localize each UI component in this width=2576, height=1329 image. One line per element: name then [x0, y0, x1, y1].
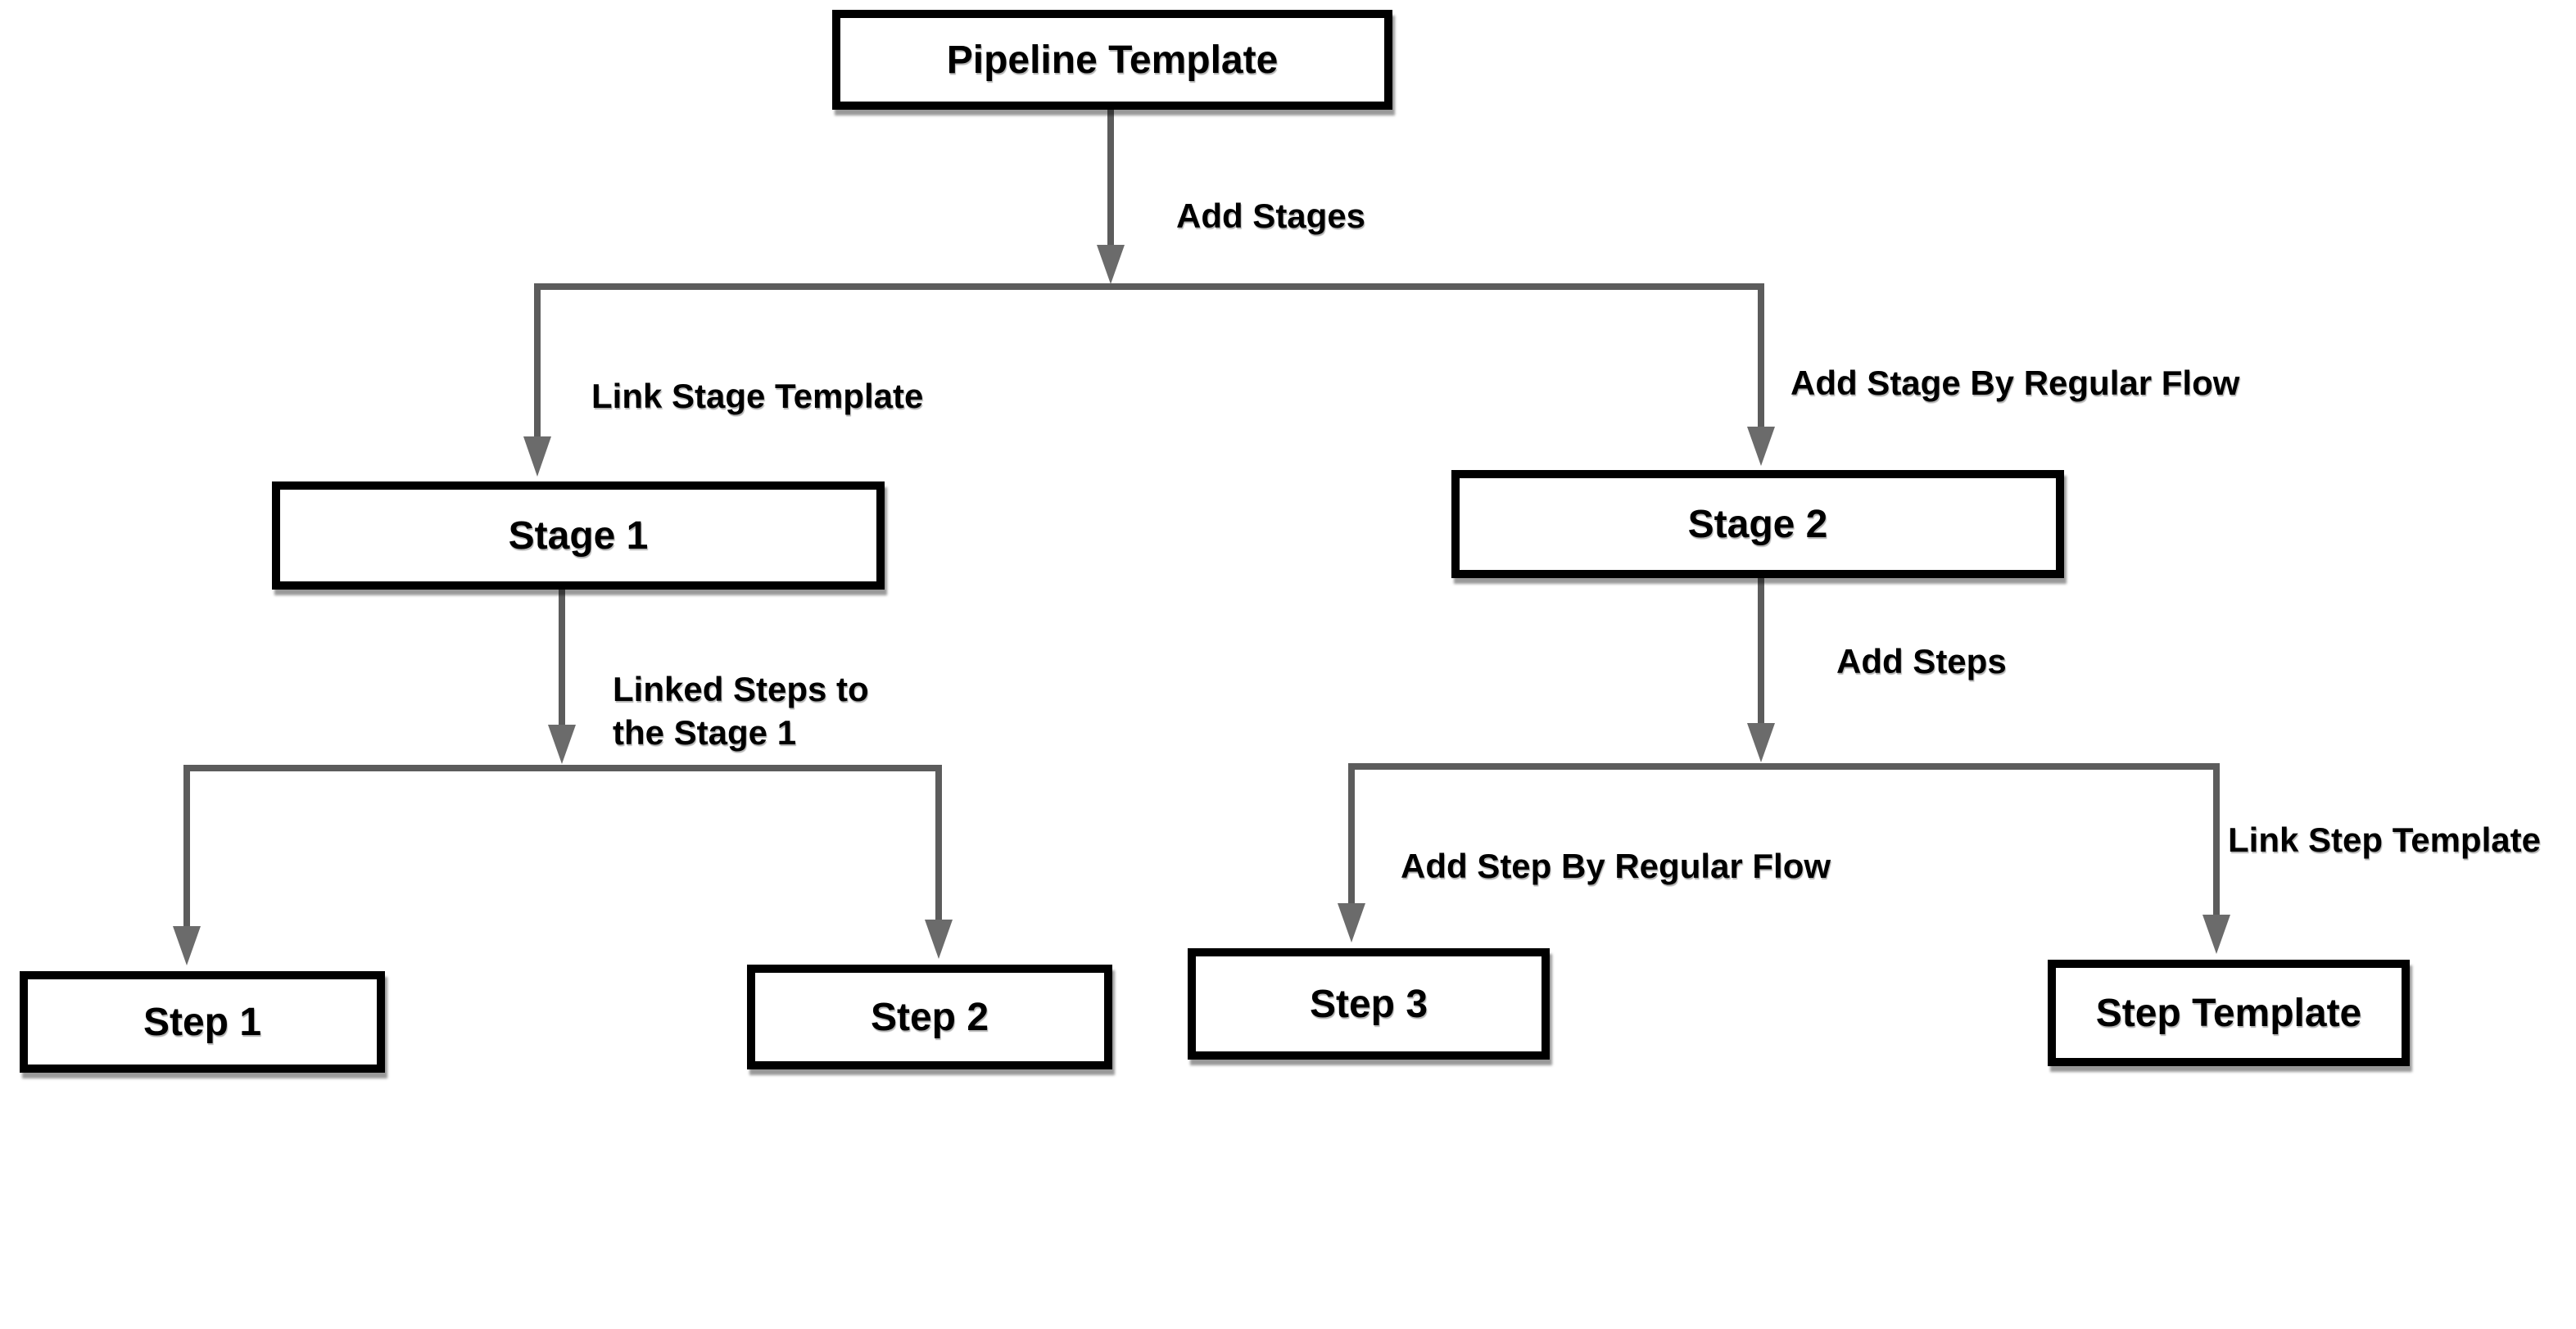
- node-stage-2-label: Stage 2: [1687, 502, 1828, 546]
- arrowhead-to-step2: [925, 920, 953, 959]
- arrowhead-stage2-down: [1747, 723, 1775, 762]
- arrowhead-to-stage2: [1747, 427, 1775, 466]
- node-stage-2: Stage 2: [1451, 470, 2064, 578]
- edge-label-linked-steps-to-stage-1: Linked Steps to the Stage 1: [613, 670, 869, 752]
- node-pipeline-template: Pipeline Template: [832, 10, 1392, 110]
- edge-label-add-step-by-regular-flow: Add Step By Regular Flow: [1401, 847, 1831, 885]
- node-step-3-label: Step 3: [1309, 982, 1428, 1026]
- arrowhead-stage1-down: [548, 725, 576, 764]
- node-step-template-label: Step Template: [2095, 991, 2362, 1035]
- edge-label-add-steps: Add Steps: [1836, 642, 2007, 680]
- node-stage-1: Stage 1: [272, 481, 885, 590]
- arrowhead-to-stage1: [523, 436, 551, 477]
- arrowhead-to-step3: [1338, 903, 1365, 943]
- edge-label-link-step-template: Link Step Template: [2228, 820, 2541, 859]
- edge-label-add-stages: Add Stages: [1176, 197, 1366, 235]
- edge-label-link-stage-template: Link Stage Template: [591, 377, 924, 415]
- node-step-1: Step 1: [20, 971, 385, 1073]
- node-stage-1-label: Stage 1: [508, 513, 649, 558]
- arrowhead-to-step1: [173, 926, 201, 965]
- node-step-3: Step 3: [1188, 948, 1550, 1060]
- node-step-2-label: Step 2: [870, 995, 989, 1039]
- arrowhead-pipeline-down: [1097, 245, 1125, 284]
- arrowhead-to-step-template: [2203, 915, 2230, 954]
- node-step-1-label: Step 1: [143, 1000, 262, 1044]
- node-step-template: Step Template: [2048, 960, 2410, 1066]
- edge-label-add-stage-by-regular-flow: Add Stage By Regular Flow: [1791, 364, 2240, 402]
- node-step-2: Step 2: [747, 965, 1112, 1069]
- node-pipeline-template-label: Pipeline Template: [946, 38, 1279, 82]
